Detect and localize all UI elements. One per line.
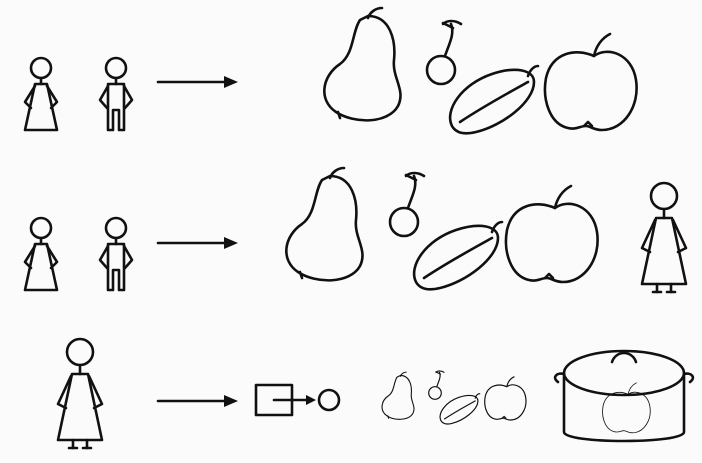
plum-icon (448, 64, 540, 135)
man-figure (98, 216, 134, 292)
cherry-icon (428, 370, 445, 400)
woman-figure (23, 216, 59, 292)
cherry-icon (425, 19, 463, 86)
right-arrow (156, 393, 240, 409)
plum-icon (439, 393, 481, 425)
woman-figure-large (56, 337, 104, 450)
cherry-icon (388, 171, 426, 238)
apple-icon (484, 376, 527, 421)
pear-icon (285, 166, 364, 282)
box-arrow-circle-icon (254, 383, 341, 417)
apple-icon (543, 32, 638, 132)
man-figure (98, 56, 134, 132)
right-arrow (156, 74, 240, 90)
woman-figure (23, 56, 59, 132)
row-2 (23, 166, 688, 294)
right-arrow (156, 235, 240, 251)
woman-figure-large (640, 181, 688, 294)
pear-icon (323, 6, 402, 122)
pear-icon (381, 371, 415, 420)
apple-icon (504, 184, 599, 284)
plum-icon (412, 220, 504, 291)
pot-with-apple-icon (553, 349, 695, 443)
row-3 (56, 337, 695, 450)
row-1 (23, 6, 638, 135)
